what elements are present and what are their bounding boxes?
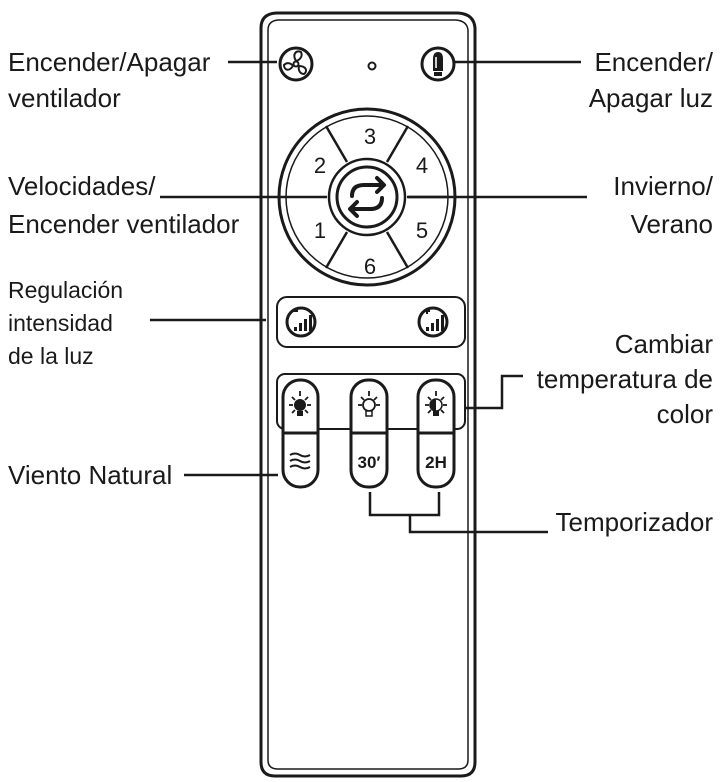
label-speeds-line1: Velocidades/ [8, 171, 156, 201]
speed-button-6[interactable]: 6 [364, 254, 376, 279]
label-natural-wind: Viento Natural [8, 460, 172, 490]
label-dimming-line1: Regulación [8, 277, 123, 303]
wind-icon [289, 452, 311, 470]
svg-text:2H: 2H [425, 453, 447, 472]
label-speeds-line2: Encender ventilador [8, 209, 240, 239]
speed-button-4[interactable]: 4 [416, 153, 428, 178]
label-winter-summer-line1: Invierno/ [613, 171, 713, 201]
svg-text:5: 5 [416, 218, 428, 243]
light-power-button[interactable] [420, 46, 456, 82]
svg-text:6: 6 [364, 254, 376, 279]
remote-body-inner-edge [267, 19, 469, 770]
timer-30-button[interactable]: 30′ [358, 453, 381, 472]
cool-light-button[interactable] [425, 391, 447, 416]
pill-left [281, 378, 320, 489]
brightness-up-icon [424, 308, 444, 331]
winter-summer-button[interactable] [335, 165, 399, 229]
label-fan-power-line2: ventilador [8, 83, 121, 113]
pill-right [416, 378, 456, 489]
dimming-panel [276, 296, 466, 348]
speed-button-1[interactable]: 1 [314, 218, 326, 243]
label-color-temp-line1: Cambiar [615, 329, 714, 359]
cool-light-icon [425, 391, 447, 416]
dim-down-button[interactable] [285, 306, 317, 338]
brightness-down-icon [293, 310, 312, 331]
indicator-led [367, 61, 377, 71]
reverse-arrows-icon [348, 176, 386, 218]
label-light-power-line1: Encender/ [594, 47, 713, 77]
neutral-light-button[interactable] [358, 391, 380, 417]
svg-text:1: 1 [314, 218, 326, 243]
label-color-temp-line2: temperatura de [537, 364, 713, 394]
lightbulb-icon [433, 52, 443, 76]
fan-power-button[interactable] [278, 46, 314, 82]
svg-text:3: 3 [364, 124, 376, 149]
svg-text:4: 4 [416, 153, 428, 178]
speed-button-2[interactable]: 2 [314, 153, 326, 178]
label-winter-summer-line2: Verano [631, 209, 713, 239]
label-dimming-line3: de la luz [8, 343, 94, 369]
dim-up-button[interactable] [417, 306, 449, 338]
label-dimming-line2: intensidad [8, 310, 113, 336]
svg-text:2: 2 [314, 153, 326, 178]
speed-button-5[interactable]: 5 [416, 218, 428, 243]
warm-light-button[interactable] [289, 391, 311, 416]
label-color-temp-line3: color [657, 399, 714, 429]
speed-button-3[interactable]: 3 [364, 124, 376, 149]
label-light-power-line2: Apagar luz [589, 83, 713, 113]
fan-icon [282, 50, 308, 76]
neutral-light-icon [358, 391, 380, 417]
warm-light-icon [289, 391, 311, 416]
svg-text:30′: 30′ [358, 453, 381, 472]
natural-wind-button[interactable] [289, 452, 311, 470]
label-fan-power-line1: Encender/Apagar [8, 47, 211, 77]
timer-2h-button[interactable]: 2H [425, 453, 447, 472]
leader-lines [150, 60, 587, 534]
label-timer: Temporizador [555, 507, 713, 537]
pill-middle [349, 378, 389, 489]
